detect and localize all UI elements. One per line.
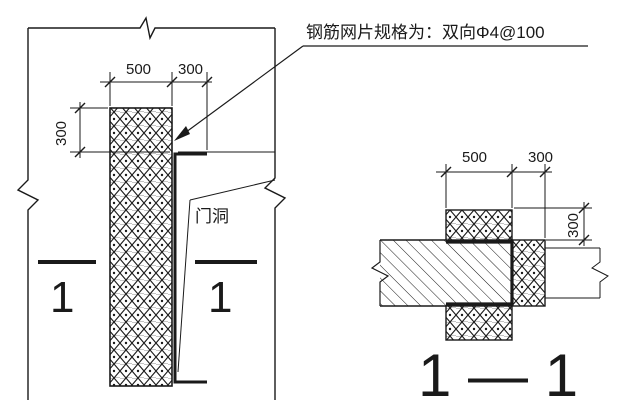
door-opening-slant xyxy=(189,179,276,201)
section-dim-width: 500 xyxy=(462,149,487,166)
wall-top-line xyxy=(28,16,275,41)
annotation-leader xyxy=(177,45,588,139)
opening-break-right xyxy=(591,248,609,298)
mesh-spec-annotation: 钢筋网片规格为：双向Φ4@100 xyxy=(306,23,545,42)
section-dim-height: 300 xyxy=(565,213,582,238)
steel-angle-elevation xyxy=(173,152,207,384)
steel-angle-section xyxy=(446,240,514,306)
cut-label-right: 1 xyxy=(208,273,232,322)
section-view xyxy=(370,209,609,341)
elevation-dim-height: 300 xyxy=(53,121,70,146)
elevation-dim-overlap: 300 xyxy=(178,61,203,78)
door-label: 门洞 xyxy=(195,207,229,226)
leader-arrow-icon xyxy=(174,126,190,141)
mesh-strip-top xyxy=(445,209,513,241)
section-dimensions xyxy=(436,164,592,246)
mesh-strip-bottom xyxy=(445,305,513,341)
door-jamb-line xyxy=(177,199,191,373)
wall-section-hatched xyxy=(380,240,512,306)
cut-label-left: 1 xyxy=(50,273,74,322)
section-dim-overlap: 300 xyxy=(528,149,553,166)
wall-right-edge xyxy=(263,28,287,400)
elevation-dimensions xyxy=(70,72,213,158)
section-title: 1 — 1 xyxy=(418,342,578,400)
elevation-dim-width: 500 xyxy=(126,61,151,78)
wall-left-edge xyxy=(16,28,40,400)
mesh-strip-end xyxy=(511,239,546,307)
elevation-view xyxy=(16,16,287,400)
mesh-strip-elevation xyxy=(109,107,173,387)
wall-section-break-left xyxy=(370,240,390,306)
